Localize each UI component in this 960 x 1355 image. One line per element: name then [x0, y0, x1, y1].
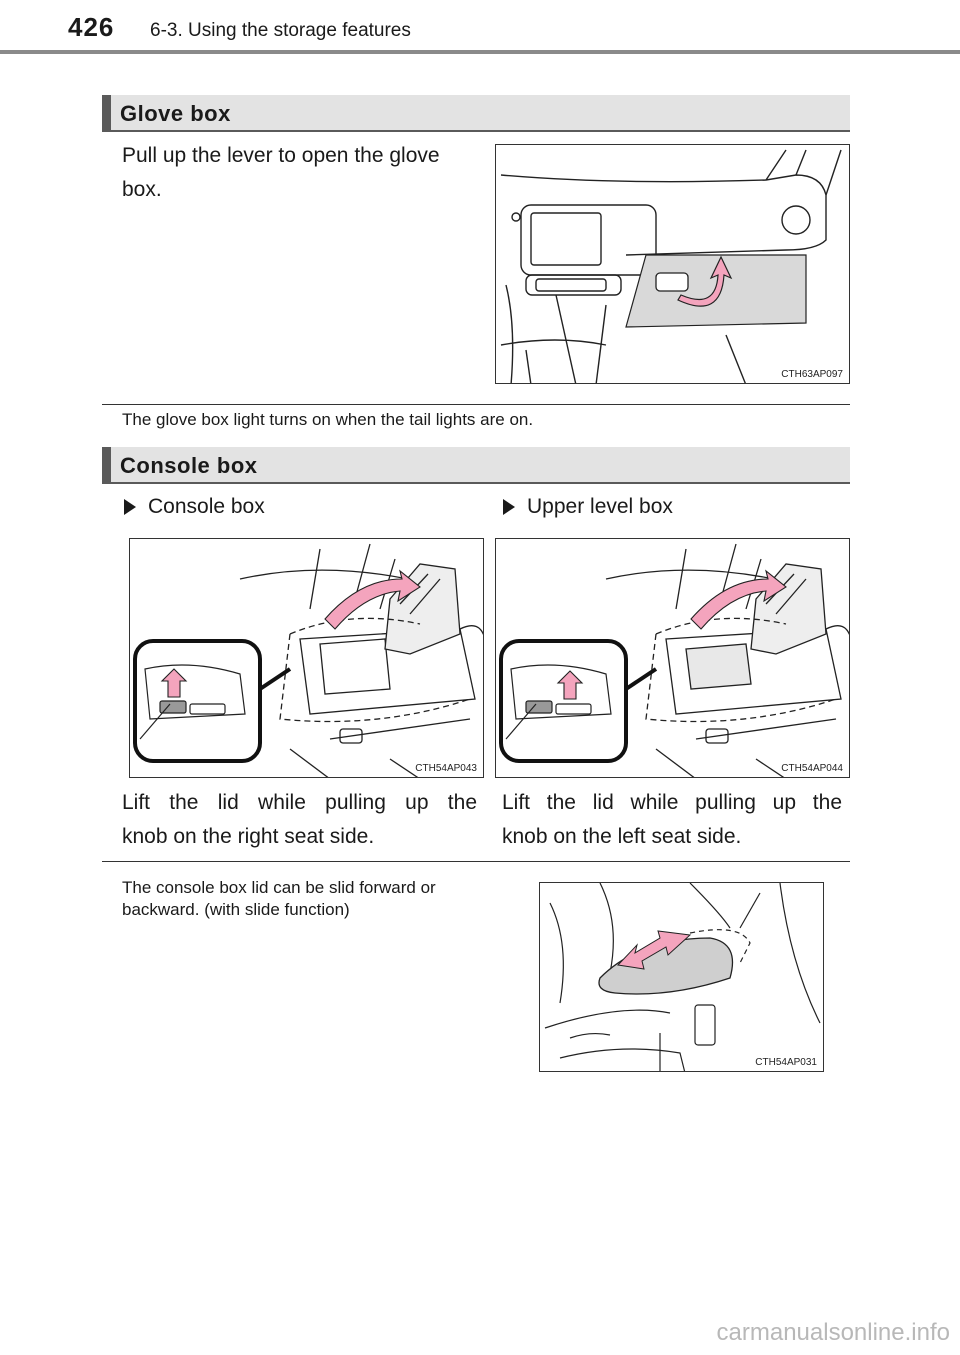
console-box-figure: CTH54AP043	[129, 538, 484, 778]
upper-level-box-figure-code: CTH54AP044	[781, 763, 843, 774]
console-box-illustration	[133, 543, 483, 777]
page-number: 426	[68, 12, 115, 42]
triangle-bullet-icon	[503, 499, 515, 516]
console-box-figure-code: CTH54AP043	[415, 763, 477, 774]
console-box-caption-line2: knob on the right seat side.	[122, 825, 375, 848]
glove-box-instruction-line2: box.	[122, 178, 162, 201]
upper-level-box-figure: CTH54AP044	[495, 538, 850, 778]
header-rule	[0, 50, 960, 54]
upper-level-box-caption-line1: Lift the lid while pulling up the	[502, 791, 842, 814]
upper-level-box-label: Upper level box	[527, 495, 673, 518]
glove-box-illustration	[500, 149, 842, 383]
slide-note-line1: The console box lid can be slid forward …	[122, 878, 436, 897]
section-bar-console-box	[102, 447, 850, 484]
upper-level-box-subheading: Upper level box	[503, 490, 673, 524]
glove-box-note: The glove box light turns on when the ta…	[122, 410, 534, 429]
console-box-label: Console box	[148, 495, 265, 518]
section-bar-glove-box	[102, 95, 850, 132]
section-title-console-box: Console box	[120, 453, 258, 478]
slide-note-line2: backward. (with slide function)	[122, 900, 350, 919]
glove-box-figure: CTH63AP097	[495, 144, 850, 384]
slide-function-figure-code: CTH54AP031	[755, 1057, 817, 1068]
running-header: 6-3. Using the storage features	[150, 20, 411, 41]
upper-level-box-illustration	[499, 543, 849, 777]
glove-box-instruction-line1: Pull up the lever to open the glove	[122, 144, 440, 167]
glove-box-figure-code: CTH63AP097	[781, 369, 843, 380]
slide-function-figure: CTH54AP031	[539, 882, 824, 1072]
divider-rule	[102, 861, 850, 862]
console-box-subheading: Console box	[124, 490, 265, 524]
console-box-caption-line1: Lift the lid while pulling up the	[122, 791, 477, 814]
divider-rule	[102, 404, 850, 405]
triangle-bullet-icon	[124, 499, 136, 516]
watermark: carmanualsonline.info	[716, 1319, 950, 1346]
upper-level-box-caption-line2: knob on the left seat side.	[502, 825, 742, 848]
section-title-glove-box: Glove box	[120, 101, 231, 126]
slide-function-illustration	[544, 883, 821, 1071]
